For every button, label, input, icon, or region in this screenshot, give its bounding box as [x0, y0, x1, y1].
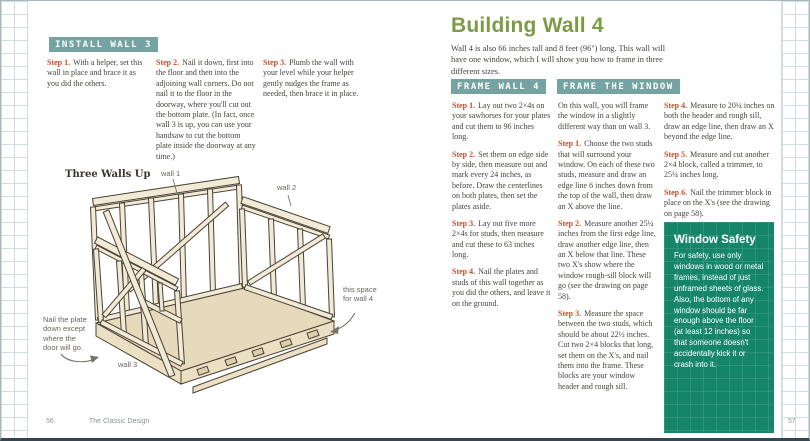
step-label: Step 5.: [664, 149, 688, 159]
step-label: Step 4.: [664, 101, 688, 110]
step-text: Plumb the wall with your level while you…: [263, 58, 359, 99]
step-label: Step 3.: [263, 58, 287, 67]
figure-label-nail-note: Nail the plate down except where the doo…: [43, 315, 87, 353]
left-page-number: 56: [46, 418, 54, 425]
step-label: Step 1.: [558, 139, 582, 149]
left-steps-column-2: Step 2.Nail it down, first into the floo…: [156, 58, 257, 169]
step-label: Step 2.: [452, 149, 476, 159]
right-page-number: 57: [788, 418, 796, 425]
right-graph-paper-strip: [781, 1, 809, 438]
step-text: Nail the trimmer block in place on the X…: [664, 187, 772, 218]
step-text: Measure to 20¼ inches on both the header…: [664, 101, 775, 142]
step-text: Choose the two studs that will surround …: [558, 139, 655, 211]
step-paragraph: Step 2.Set them on edge side by side, th…: [452, 150, 552, 212]
step-label: Step 2.: [558, 218, 582, 228]
step-paragraph: Step 6.Nail the trimmer block in place o…: [664, 188, 776, 219]
left-graph-paper-strip: [1, 1, 28, 438]
step-paragraph: Step 1.Lay out two 2×4s on your sawhorse…: [452, 101, 552, 143]
step-paragraph: Step 3.Measure the space between the two…: [558, 309, 658, 392]
step-paragraph: Step 5.Measure and cut another 2×4 block…: [664, 150, 776, 181]
step-text: Nail the plates and studs of this wall t…: [452, 267, 551, 308]
step-text: Lay out five more 2×4s for studs, then m…: [452, 218, 544, 260]
shed-frame-illustration: [60, 175, 356, 394]
chapter-title: The Classic Design: [89, 418, 150, 425]
figure-label-wall2: wall 2: [277, 183, 297, 192]
step-text: Measure another 25¼ inches from the firs…: [558, 218, 656, 301]
step-label: Step 1.: [452, 101, 476, 110]
frame-window-steps-column-2: Step 4.Measure to 20¼ inches on both the…: [664, 101, 776, 226]
section-heading-frame-the-window: FRAME THE WINDOW: [557, 79, 680, 94]
step-paragraph: Step 2.Nail it down, first into the floo…: [156, 58, 257, 162]
step-paragraph: Step 1.With a helper, set this wall in p…: [47, 58, 147, 89]
frame-wall-steps-column: Step 1.Lay out two 2×4s on your sawhorse…: [452, 101, 552, 316]
step-paragraph: Step 4.Measure to 20¼ inches on both the…: [664, 101, 776, 143]
step-paragraph: Step 1.Choose the two studs that will su…: [558, 139, 658, 212]
step-label: Step 2.: [156, 58, 180, 67]
step-label: Step 3.: [558, 309, 582, 319]
step-label: Step 4.: [452, 267, 476, 277]
figure-label-wall3: wall 3: [118, 360, 138, 369]
figure-title: Three Walls Up: [65, 169, 151, 180]
step-paragraph: Step 4.Nail the plates and studs of this…: [452, 267, 552, 309]
step-label: Step 6.: [664, 187, 688, 197]
step-label: Step 3.: [452, 218, 476, 228]
safety-box-title: Window Safety: [674, 234, 756, 246]
section-intro: On this wall, you will frame the window …: [558, 101, 651, 131]
safety-box-text: For safety, use only windows in wood or …: [674, 251, 764, 370]
step-text: Lay out two 2×4s on your sawhorses for y…: [452, 101, 551, 142]
figure-label-wall1: wall 1: [161, 169, 181, 178]
step-label: Step 1.: [47, 58, 71, 67]
step-text: Measure and cut another 2×4 block, calle…: [664, 149, 769, 180]
step-paragraph: Step 3.Lay out five more 2×4s for studs,…: [452, 219, 552, 261]
shed-frame-figure: Three Walls Up wall 1 wall 2 this space …: [41, 169, 421, 411]
left-steps-column-1: Step 1.With a helper, set this wall in p…: [47, 58, 147, 96]
page-intro: Wall 4 is also 66 inches tall and 8 feet…: [451, 44, 666, 76]
step-paragraph: Step 2.Measure another 25¼ inches from t…: [558, 219, 658, 302]
step-text: Measure the space between the two studs,…: [558, 309, 654, 391]
step-text: Set them on edge side by side, then meas…: [452, 149, 549, 211]
section-heading-frame-wall-4: FRAME WALL 4: [451, 79, 547, 94]
step-text: Nail it down, first into the floor and t…: [156, 58, 256, 161]
window-safety-callout: Window Safety For safety, use only windo…: [664, 222, 774, 433]
section-heading-install-wall-3: INSTALL WALL 3: [49, 37, 158, 52]
page-title: Building Wall 4: [451, 14, 604, 37]
step-paragraph: Step 3.Plumb the wall with your level wh…: [263, 58, 363, 100]
left-steps-column-3: Step 3.Plumb the wall with your level wh…: [263, 58, 363, 107]
figure-label-space-for-wall4: this space for wall 4: [343, 285, 377, 304]
step-text: With a helper, set this wall in place an…: [47, 58, 143, 88]
frame-window-steps-column-1: On this wall, you will frame the window …: [558, 101, 658, 399]
